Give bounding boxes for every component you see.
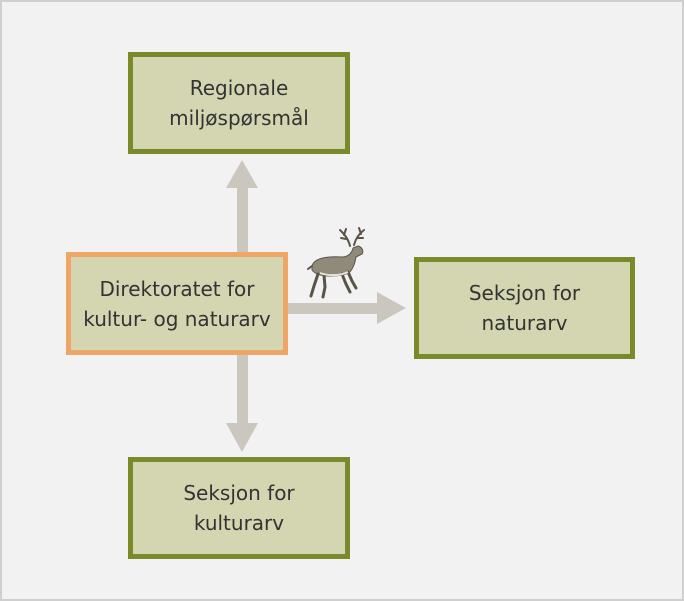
box-seksjon-kulturarv: Seksjon for kulturarv — [128, 457, 350, 559]
box-label: Seksjon for naturarv — [468, 281, 581, 335]
box-regionale-miljosporsmal: Regionale miljøspørsmål — [128, 52, 350, 154]
box-label: Direktoratet for kultur- og naturarv — [83, 276, 271, 331]
arrow-down — [226, 352, 258, 452]
box-label: Regionale miljøspørsmål — [169, 76, 309, 130]
box-direktoratet: Direktoratet for kultur- og naturarv — [66, 252, 288, 355]
box-label: Seksjon for kulturarv — [183, 481, 295, 535]
arrow-up — [226, 160, 258, 255]
reindeer-icon — [307, 227, 365, 299]
arrow-right — [286, 292, 406, 324]
box-seksjon-naturarv: Seksjon for naturarv — [414, 257, 635, 359]
